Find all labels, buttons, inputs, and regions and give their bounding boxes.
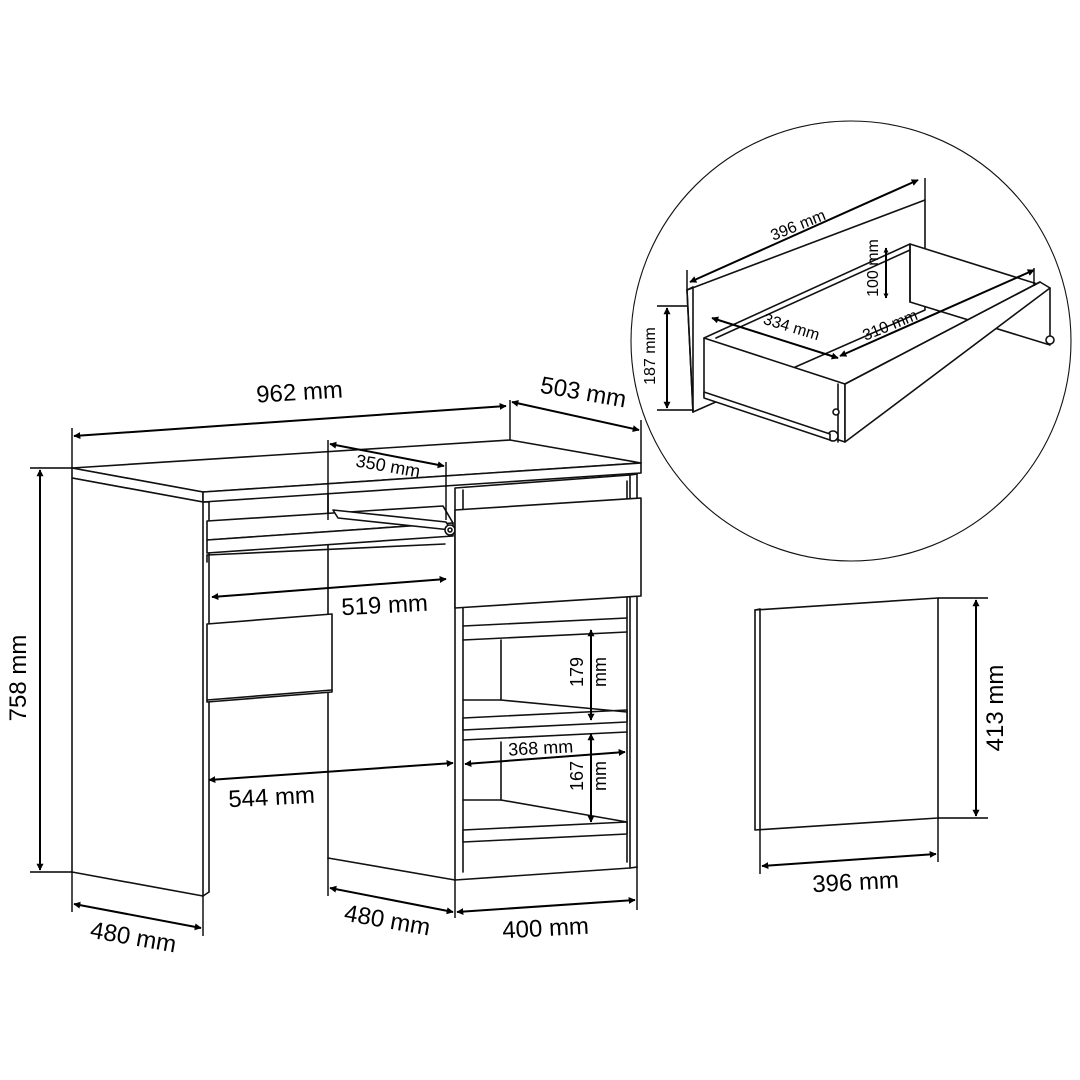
dim-line-tray-depth — [329, 441, 445, 469]
desktop-side-edge — [202, 462, 642, 503]
dim-line-drawer-inner-width — [711, 316, 839, 360]
drawer-runner-rail — [703, 391, 831, 441]
drawer-detail: 396 mm 100 mm 187 mm 334 mm 310 mm — [630, 120, 1072, 562]
label-lower-shelf-unit: mm — [590, 761, 610, 791]
label-tray-width: 519 mm — [341, 590, 429, 622]
keyboard-tray-front — [206, 522, 454, 554]
label-panel-width: 396 mm — [812, 867, 900, 899]
label-drawer-side-height: 100 mm — [865, 239, 882, 297]
label-height: 758 mm — [5, 635, 32, 722]
label-cabinet-width: 400 mm — [502, 913, 590, 945]
dim-line-cabinet-width — [456, 896, 636, 916]
label-left-depth: 480 mm — [88, 917, 178, 959]
label-drawer-front-height: 187 mm — [642, 327, 659, 385]
dim-line-left-depth — [73, 901, 202, 931]
dim-line-knee-space — [208, 759, 454, 784]
dim-line-width — [73, 402, 507, 440]
right-drawer-front — [454, 497, 642, 609]
label-upper-shelf-value: 179 — [567, 657, 587, 687]
label-drawer-front-width: 396 mm — [768, 207, 828, 244]
front-panel-detail: 413 mm 396 mm — [754, 597, 1009, 899]
label-lower-shelf-value: 167 — [567, 761, 587, 791]
label-total-width: 962 mm — [255, 376, 343, 408]
desk-illustration — [71, 439, 642, 897]
label-upper-shelf-unit: mm — [590, 657, 610, 687]
dim-line-panel-width — [761, 850, 937, 870]
lower-shelf — [462, 821, 628, 843]
dim-line-tray-width — [211, 575, 447, 601]
dim-line-shelf-width — [464, 748, 626, 768]
left-side-panel — [71, 477, 204, 897]
dim-line-drawer-inner-depth — [839, 269, 1035, 357]
left-drawer-front — [206, 613, 333, 703]
front-panel — [754, 597, 939, 831]
dim-line-depth — [511, 399, 640, 433]
dim-line-center-depth — [329, 885, 454, 915]
label-knee-space: 544 mm — [228, 782, 316, 814]
dim-line-drawer-front-width — [689, 179, 919, 283]
label-depth: 503 mm — [538, 372, 628, 414]
upper-shelf — [462, 709, 628, 731]
label-shelf-width: 368 mm — [508, 736, 574, 759]
label-panel-height: 413 mm — [982, 665, 1009, 752]
detail-circle — [630, 120, 1072, 562]
